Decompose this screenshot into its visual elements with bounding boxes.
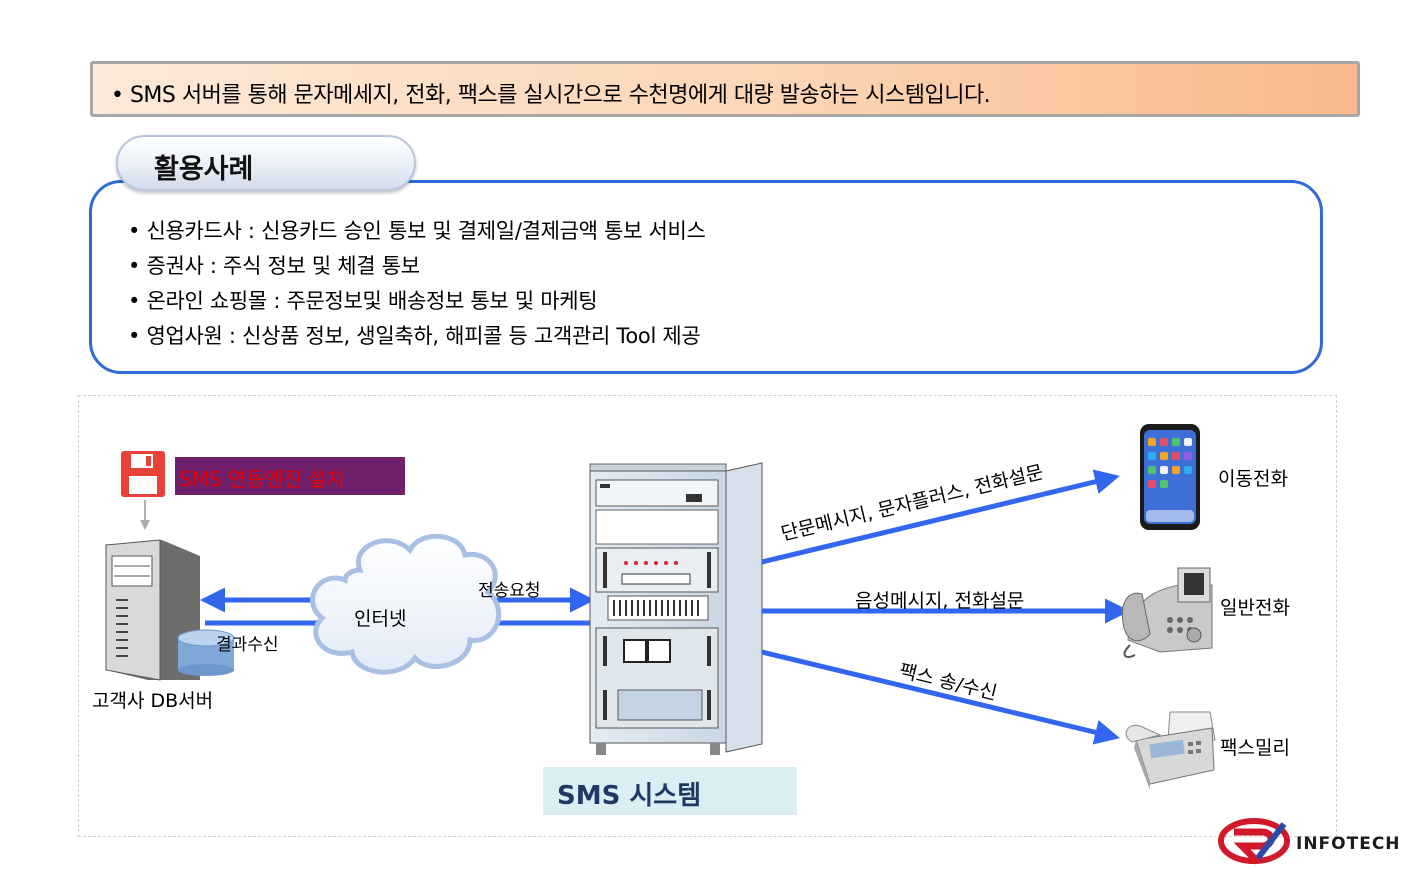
internet-label: 인터넷 [354,608,407,630]
server-tower-icon [105,539,200,681]
phone-edge-label: 음성메시지, 전화설문 [855,590,1025,612]
list-item: • 신용카드사 : 신용카드 승인 통보 및 결제일/결제금액 통보 서비스 [128,219,706,243]
engine-install-label-box: SMS 연동엔진 설치 [175,457,405,495]
engine-install-label: SMS 연동엔진 설치 [179,467,345,491]
desk-phone-icon [1122,567,1213,658]
summary-banner: • SMS 서버를 통해 문자메세지, 전화, 팩스를 실시간으로 수천명에게 … [90,61,1360,117]
list-item: • 영업사원 : 신상품 정보, 생일축하, 해피콜 등 고객관리 Tool 제… [128,324,701,348]
list-item: • 온라인 쇼핑몰 : 주문정보및 배송정보 통보 및 마케팅 [128,289,598,313]
sms-system-label-box: SMS 시스템 [543,767,797,815]
sms-system-label: SMS 시스템 [557,781,702,811]
mobile-arrow [761,469,1120,565]
use-cases-tab: 활용사례 [116,135,416,191]
cloud-icon [310,533,502,675]
company-logo-icon [1218,818,1290,865]
summary-text: • SMS 서버를 통해 문자메세지, 전화, 팩스를 실시간으로 수천명에게 … [111,83,991,108]
use-cases-box: • 신용카드사 : 신용카드 승인 통보 및 결제일/결제금액 통보 서비스 •… [89,180,1323,374]
diagram-frame [78,395,1337,837]
floppy-disk-icon [121,451,165,497]
fax-label: 팩스밀리 [1220,737,1290,759]
use-case-list: • 신용카드사 : 신용카드 승인 통보 및 결제일/결제금액 통보 서비스 •… [128,216,706,356]
fax-machine-icon [1125,711,1216,790]
landline-phone-label: 일반전화 [1220,597,1290,619]
customer-server-label: 고객사 DB서버 [92,690,214,712]
mobile-phone-label: 이동전화 [1218,468,1288,490]
result-label: 결과수신 [216,635,279,655]
smartphone-icon [1140,424,1200,530]
use-cases-title: 활용사례 [154,154,254,185]
database-icon [177,629,235,676]
install-arrowhead [140,520,150,530]
fax-arrow [761,649,1120,745]
request-label: 전송요청 [478,581,541,601]
rack-cabinet-icon [589,462,763,755]
company-logo-text: INFOTECH [1296,834,1401,854]
list-item: • 증권사 : 주식 정보 및 체결 통보 [128,254,420,278]
